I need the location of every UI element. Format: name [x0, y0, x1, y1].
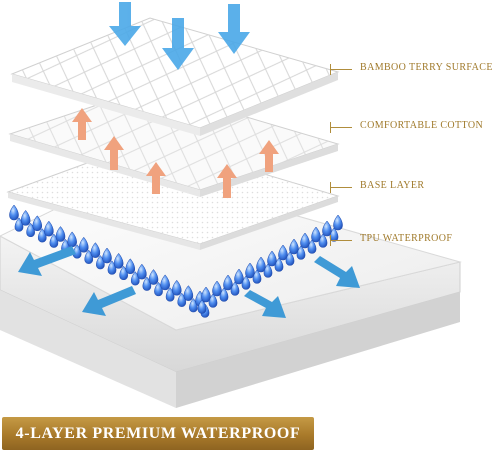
layer-label: BASE LAYER	[360, 180, 425, 191]
water-drop-icon	[197, 299, 207, 314]
feature-banner: 4-LAYER PREMIUM WATERPROOF	[2, 417, 314, 450]
water-drop-icon	[223, 274, 233, 291]
water-drop-icon	[212, 280, 222, 297]
base-layer-sheet	[6, 139, 340, 250]
water-drop-icon	[241, 275, 251, 290]
callout-tpu: TPU WATERPROOF	[330, 225, 498, 255]
water-drop-icon	[234, 268, 244, 285]
water-drop-icon	[285, 251, 295, 266]
water-drop-icon	[311, 226, 321, 243]
layer-label: TPU WATERPROOF	[360, 233, 453, 244]
callout-base-layer: BASE LAYER	[330, 172, 498, 202]
water-drop-icon	[219, 287, 229, 302]
water-drop-icon	[201, 286, 211, 303]
water-drop-icon	[9, 204, 19, 221]
water-drop-icon	[90, 242, 101, 258]
callout-cotton: COMFORTABLE COTTON	[330, 112, 498, 142]
water-drop-icon	[274, 257, 284, 272]
water-drop-icon	[230, 281, 240, 296]
left-down-arrow-icon	[18, 246, 76, 276]
down-arrow-icon	[162, 18, 194, 70]
water-drop-icon	[318, 233, 328, 248]
water-drop-icon	[160, 274, 170, 291]
water-drop-icon	[300, 232, 310, 249]
water-drop-icon	[44, 220, 54, 237]
layer-label: COMFORTABLE COTTON	[360, 120, 484, 131]
water-drop-icon	[79, 236, 89, 253]
up-arrow-icon	[104, 136, 124, 170]
water-drop-icon	[113, 252, 124, 269]
down-arrow-icon	[218, 4, 250, 54]
water-drop-icon	[322, 220, 332, 237]
water-drop-icon	[125, 258, 135, 275]
water-drop-icon	[183, 285, 194, 301]
water-drop-icon	[329, 227, 339, 242]
water-drop-icon	[148, 269, 159, 285]
bamboo-layer-sheet	[10, 17, 340, 136]
water-drop-icon	[32, 215, 42, 232]
water-drop-icon	[172, 279, 182, 296]
water-drop-icon	[307, 239, 317, 254]
water-drop-icon	[20, 209, 31, 226]
water-drop-icon	[289, 238, 299, 255]
water-drop-icon	[267, 250, 277, 267]
left-down-arrow-icon	[82, 286, 136, 316]
airflow-down-arrows	[109, 2, 250, 70]
water-drop-icon	[137, 263, 147, 280]
water-drop-icon	[263, 263, 273, 278]
runoff-arrows	[18, 246, 360, 318]
down-arrow-icon	[109, 2, 141, 46]
water-drop-icon	[208, 293, 218, 308]
water-drop-icon	[296, 245, 306, 260]
up-arrow-icon	[72, 108, 92, 140]
breathable-up-arrows	[72, 108, 279, 198]
right-down-arrow-icon	[244, 290, 286, 318]
up-arrow-icon	[217, 164, 237, 198]
banner-text: 4-LAYER PREMIUM WATERPROOF	[15, 424, 301, 442]
water-drop-icon	[256, 256, 266, 273]
right-down-arrow-icon	[314, 256, 360, 288]
water-drop-icon	[252, 269, 262, 284]
water-drop-icon	[333, 214, 343, 231]
water-drop-icon	[245, 262, 255, 279]
up-arrow-icon	[259, 140, 279, 172]
up-arrow-icon	[146, 162, 166, 194]
tpu-droplets	[9, 204, 343, 318]
callout-bamboo: BAMBOO TERRY SURFACE	[330, 54, 498, 84]
water-drop-icon	[55, 226, 66, 242]
layer-label: BAMBOO TERRY SURFACE	[360, 62, 493, 73]
water-drop-icon	[102, 247, 112, 264]
water-drop-icon	[278, 244, 288, 261]
